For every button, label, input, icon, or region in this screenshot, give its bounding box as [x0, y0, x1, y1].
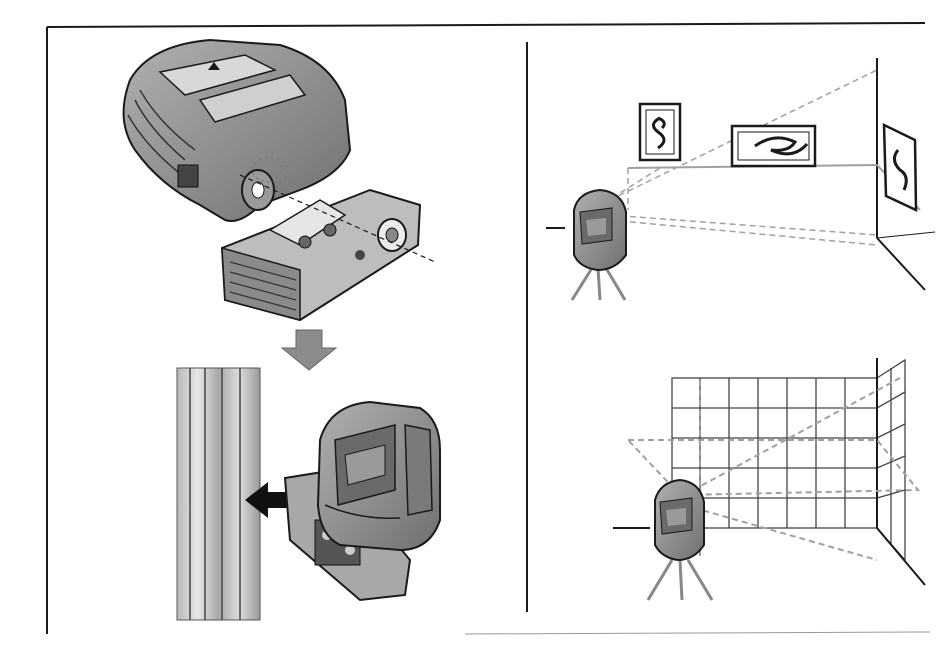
- picture-frame: [640, 104, 680, 160]
- tripod: [648, 560, 712, 600]
- panel-clamp-to-rail: [177, 368, 440, 620]
- down-arrow-icon: [282, 330, 336, 370]
- panel-hang-pictures: [546, 58, 935, 300]
- tile-grid: [672, 360, 905, 560]
- panel-tile-wall: [613, 358, 925, 600]
- picture-frame: [884, 125, 916, 210]
- tripod: [572, 268, 625, 300]
- picture-frame: [732, 126, 815, 166]
- panel-mount-on-holder: [124, 40, 435, 320]
